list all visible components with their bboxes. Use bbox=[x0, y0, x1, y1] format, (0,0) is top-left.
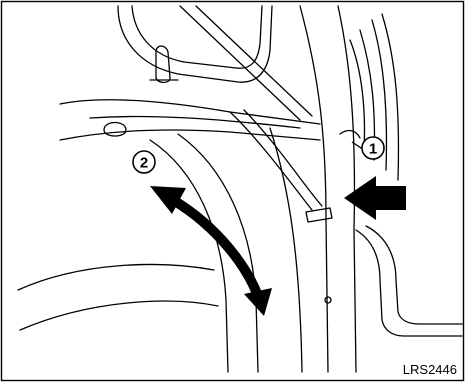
adjust-arrow-head-bottom bbox=[244, 288, 272, 316]
press-arrow-head bbox=[344, 176, 376, 220]
adjust-arrow-shaft bbox=[166, 196, 258, 296]
seatbelt-webbing-right bbox=[244, 110, 322, 206]
seat-cushion-lower bbox=[20, 301, 218, 330]
pillar-left-edge bbox=[300, 6, 328, 372]
pillar-lower-trim bbox=[356, 230, 462, 336]
callout-2-label: 2 bbox=[140, 155, 148, 172]
seat-back-outer bbox=[150, 140, 228, 372]
seat-cushion bbox=[18, 265, 214, 290]
callout-1: 1 bbox=[362, 137, 384, 159]
roof-trim-line-2 bbox=[196, 6, 312, 116]
shelf-bottom bbox=[60, 130, 320, 140]
pillar-right-edge bbox=[338, 6, 356, 372]
shelf-mid bbox=[90, 116, 300, 128]
shelf-knob bbox=[104, 123, 126, 137]
press-arrow bbox=[344, 176, 406, 220]
callout-2: 2 bbox=[133, 151, 155, 173]
reference-code: LRS2446 bbox=[403, 362, 457, 377]
seatbelt-webbing-left bbox=[230, 112, 312, 210]
shelf-top bbox=[60, 100, 320, 124]
seat-back-inner bbox=[178, 134, 258, 372]
height-adjuster bbox=[306, 208, 332, 222]
adjust-arrow bbox=[150, 186, 272, 316]
callout-1-label: 1 bbox=[369, 141, 377, 158]
seat-back-edge bbox=[270, 128, 302, 372]
anchor-hole bbox=[325, 297, 331, 303]
press-arrow-shaft bbox=[374, 186, 406, 210]
belt-guide bbox=[340, 131, 360, 138]
window-inner-edge bbox=[132, 6, 262, 68]
